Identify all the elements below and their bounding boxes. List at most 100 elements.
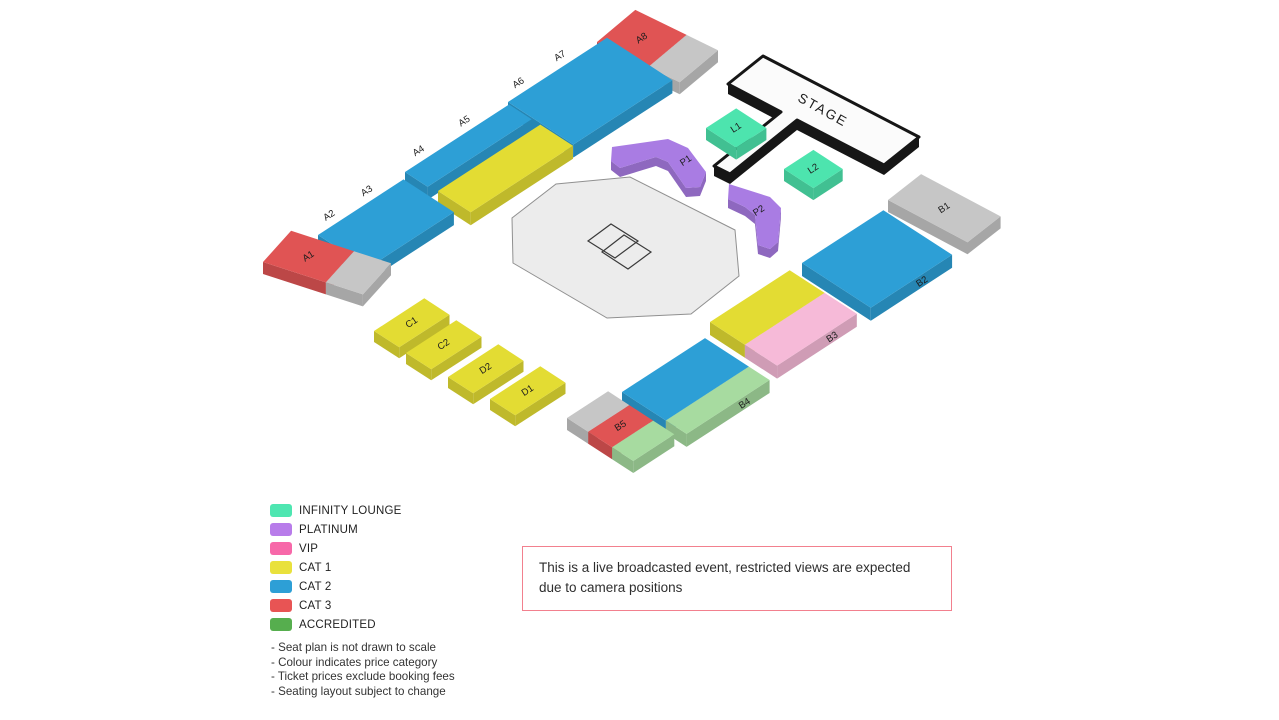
- legend-label: PLATINUM: [299, 523, 358, 536]
- block-side: [784, 169, 814, 201]
- block-side: [427, 119, 532, 200]
- section-label: B2: [914, 274, 930, 290]
- block-top: [325, 251, 391, 295]
- block-side: [758, 245, 770, 258]
- section-D2[interactable]: D2: [448, 344, 524, 405]
- seat-plan-notes: - Seat plan is not drawn to scale- Colou…: [271, 641, 455, 699]
- block-top: [490, 366, 566, 416]
- legend-item: CAT 3: [270, 596, 401, 615]
- note-line: - Seating layout subject to change: [271, 684, 446, 698]
- block-top: [802, 210, 953, 308]
- block-side: [797, 120, 884, 175]
- block-side: [473, 360, 524, 405]
- section-label: L2: [806, 162, 821, 177]
- legend-item: ACCREDITED: [270, 615, 401, 634]
- section-label: A3: [359, 183, 375, 199]
- block-top: [648, 34, 718, 83]
- block-side: [665, 420, 687, 447]
- block-side: [611, 161, 620, 177]
- legend-swatch: [270, 580, 292, 593]
- block-top: [567, 391, 630, 432]
- section-L2[interactable]: L2: [784, 149, 843, 201]
- floor-mark: [586, 223, 640, 259]
- block-side: [686, 380, 770, 447]
- block-side: [700, 172, 706, 196]
- section-B1[interactable]: B1: [888, 174, 1001, 255]
- section-B2[interactable]: B2: [802, 210, 953, 321]
- block-side: [406, 353, 432, 381]
- legend-swatch: [270, 523, 292, 536]
- block-side: [567, 418, 589, 444]
- section-label: A2: [321, 208, 337, 224]
- block-side: [777, 313, 857, 379]
- section-A1[interactable]: A1: [263, 230, 391, 307]
- block-side: [728, 84, 781, 122]
- block-top: [374, 298, 450, 348]
- section-C1[interactable]: C1: [374, 298, 450, 359]
- block-side: [656, 157, 668, 171]
- block-side: [633, 434, 675, 473]
- section-D1[interactable]: D1: [490, 366, 566, 427]
- block-top: [508, 37, 673, 145]
- section-B3[interactable]: B3: [710, 270, 857, 379]
- note-line: - Colour indicates price category: [271, 655, 438, 669]
- block-side: [448, 377, 474, 405]
- block-side: [325, 282, 363, 307]
- block-side: [710, 322, 745, 358]
- block-side: [884, 137, 919, 175]
- block-side: [573, 80, 673, 158]
- block-top: [612, 420, 675, 461]
- section-A4A5-CAT1[interactable]: [438, 124, 573, 226]
- section-B5[interactable]: B5: [567, 391, 675, 473]
- block-side: [362, 263, 391, 307]
- legend-label: CAT 3: [299, 599, 332, 612]
- section-C2[interactable]: C2: [406, 320, 482, 381]
- block-side: [399, 314, 450, 359]
- section-B4[interactable]: B4: [622, 338, 770, 447]
- block-side: [679, 50, 718, 95]
- section-label: B4: [737, 396, 753, 412]
- section-label: B5: [613, 418, 629, 434]
- block-side: [490, 399, 516, 427]
- block-top: [744, 292, 857, 366]
- section-P2[interactable]: P2: [728, 184, 781, 258]
- section-P1[interactable]: P1: [611, 139, 706, 197]
- floor-polygon: [511, 176, 740, 319]
- block-side: [813, 169, 843, 201]
- block-top: [438, 124, 573, 213]
- notice-text: This is a live broadcasted event, restri…: [539, 560, 911, 595]
- legend-label: VIP: [299, 542, 319, 555]
- legend-swatch: [270, 618, 292, 631]
- legend-swatch: [270, 542, 292, 555]
- note-line: - Ticket prices exclude booking fees: [271, 670, 455, 684]
- section-label: A8: [634, 31, 650, 47]
- section-label: L1: [729, 121, 744, 136]
- block-side: [744, 344, 778, 379]
- legend-swatch: [270, 561, 292, 574]
- block-side: [770, 242, 778, 258]
- section-label: A4: [411, 143, 427, 159]
- block-top: [784, 149, 843, 189]
- block-top: [665, 366, 770, 434]
- floor-marks: [586, 223, 653, 270]
- block-top: [405, 104, 532, 187]
- section-label: A6: [511, 75, 527, 91]
- block-side: [588, 431, 613, 460]
- block-side: [515, 382, 566, 427]
- section-label: P1: [678, 153, 694, 169]
- section-label: B1: [936, 200, 952, 216]
- floor-area: [511, 176, 740, 319]
- section-label: A7: [552, 48, 568, 64]
- legend-label: CAT 1: [299, 561, 332, 574]
- block-side: [612, 447, 634, 473]
- stage: STAGE: [712, 54, 921, 184]
- block-side: [736, 128, 767, 160]
- block-side: [263, 262, 326, 295]
- section-L1[interactable]: L1: [706, 108, 767, 160]
- block-top: [318, 179, 454, 268]
- legend-item: INFINITY LOUNGE: [270, 501, 401, 520]
- block-top: [263, 230, 354, 283]
- section-label: A1: [301, 249, 317, 265]
